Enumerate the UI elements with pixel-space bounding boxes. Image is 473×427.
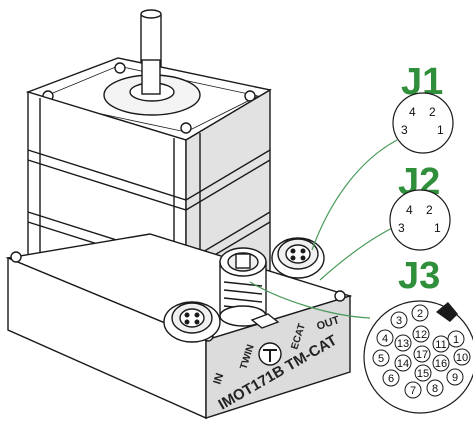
j3-pin: 1 xyxy=(453,334,459,346)
j3-pin-socket xyxy=(432,335,450,353)
j3-title: J3 xyxy=(398,255,440,297)
shaft-lower xyxy=(141,59,161,95)
leader-line-j2 xyxy=(319,225,397,281)
j3-pin-socket xyxy=(394,334,412,352)
j3-pin: 16 xyxy=(435,358,447,370)
leader-line-j1 xyxy=(311,139,398,251)
leader-line-j3 xyxy=(249,281,371,319)
j2-pin: 1 xyxy=(434,221,441,235)
j2-pin: 4 xyxy=(406,203,413,217)
housing-connector-j3 xyxy=(219,247,267,327)
mount-hole xyxy=(244,90,256,102)
lamination-line xyxy=(27,149,271,201)
drive-housing xyxy=(5,233,353,420)
j3-pin-socket xyxy=(411,304,429,322)
j2-pinout: 4 2 3 1 xyxy=(389,189,451,251)
j3-pin: 17 xyxy=(416,349,428,361)
j3-pin: 2 xyxy=(417,308,423,320)
j3-pin-socket xyxy=(453,348,471,366)
j1-pin: 3 xyxy=(401,123,408,137)
j3-pin-socket xyxy=(413,345,431,363)
shaft-tip xyxy=(140,9,162,19)
j3-pin-socket xyxy=(404,381,422,399)
j3-pin-socket xyxy=(414,364,432,382)
housing-connector-j1 xyxy=(271,237,325,279)
housing-screw xyxy=(334,290,346,302)
leader-lines xyxy=(249,139,398,319)
j3-pin-socket xyxy=(382,369,400,387)
mount-hole xyxy=(180,122,192,134)
j1-pin: 2 xyxy=(429,105,436,119)
j3-pin-socket xyxy=(447,330,465,348)
j3-pin: 13 xyxy=(397,338,409,350)
housing-connector-j2 xyxy=(163,301,221,343)
t-logo-icon xyxy=(258,342,282,366)
status-led xyxy=(250,313,280,329)
j3-pin: 14 xyxy=(397,358,409,370)
j3-pin-socket xyxy=(376,329,394,347)
housing-label-in: IN xyxy=(211,372,226,386)
j3-pin: 6 xyxy=(388,373,394,385)
j3-pin: 9 xyxy=(452,372,458,384)
j2-pin: 2 xyxy=(426,203,433,217)
j3-pin-socket xyxy=(372,349,390,367)
j3-pin-socket xyxy=(446,368,464,386)
j3-pin: 5 xyxy=(378,353,384,365)
j3-pin-socket xyxy=(390,311,408,329)
j3-pin: 7 xyxy=(410,385,416,397)
mount-hole xyxy=(114,62,126,74)
j3-pin: 8 xyxy=(432,383,438,395)
j3-pin: 15 xyxy=(417,368,429,380)
j1-pin: 4 xyxy=(409,105,416,119)
j1-pin: 1 xyxy=(437,123,444,137)
j3-pin: 11 xyxy=(435,339,446,351)
j1-pinout: 4 2 3 1 xyxy=(392,92,454,154)
j3-pin: 12 xyxy=(415,329,427,341)
j3-pin-socket xyxy=(426,379,444,397)
j3-pin-socket xyxy=(432,354,450,372)
j3-pin-socket xyxy=(394,354,412,372)
j3-pin: 3 xyxy=(396,315,402,327)
j2-pin: 3 xyxy=(398,221,405,235)
j3-pin: 10 xyxy=(456,352,468,364)
j3-pin: 4 xyxy=(382,333,388,345)
j3-pin-socket xyxy=(412,325,430,343)
housing-screw xyxy=(10,251,22,263)
lamination-line xyxy=(27,159,271,211)
j3-key-notch xyxy=(436,302,458,322)
